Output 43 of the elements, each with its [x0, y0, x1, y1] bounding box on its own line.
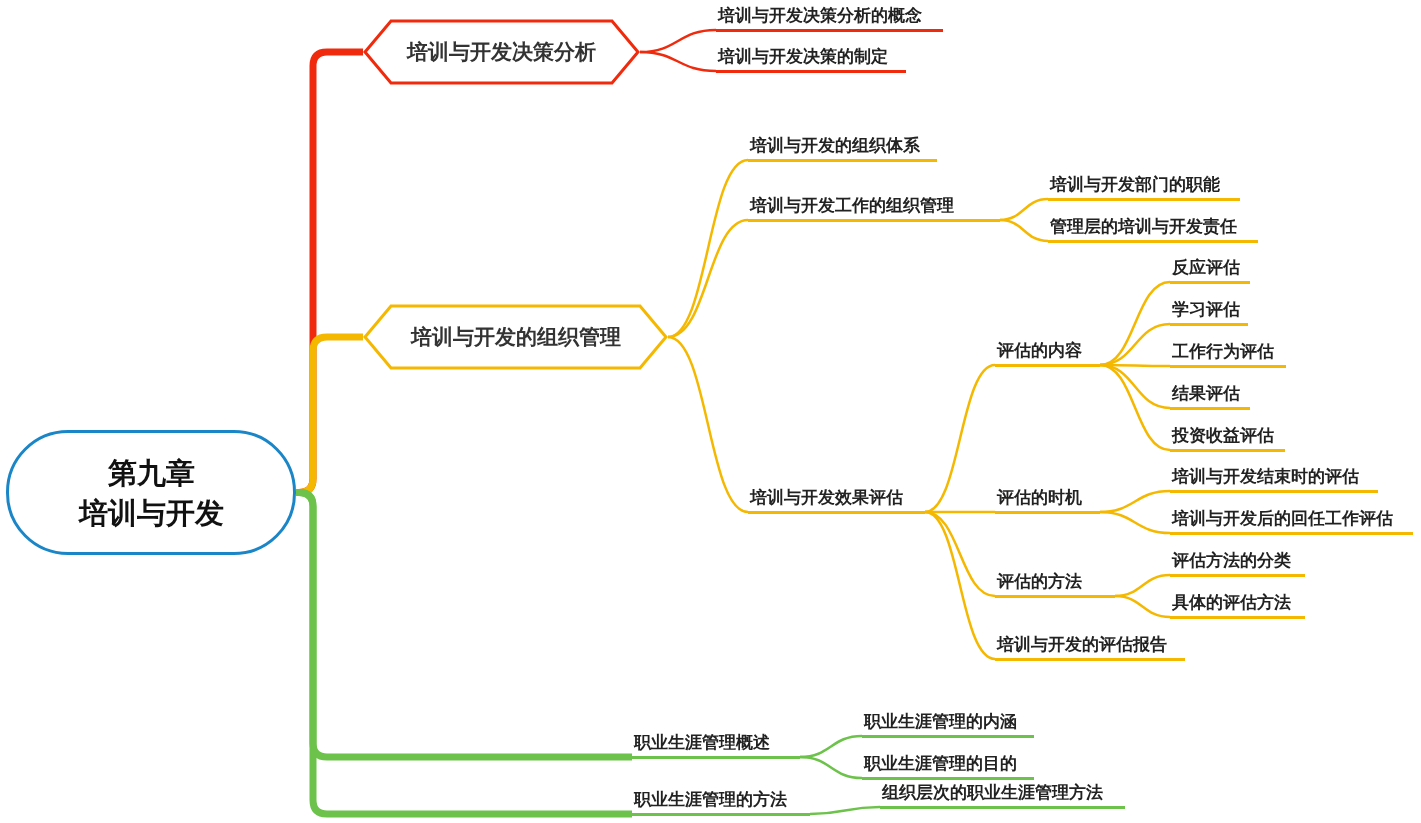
topic-label: 培训与开发结束时的评估	[1170, 465, 1378, 493]
topic-label: 培训与开发决策的制定	[716, 45, 906, 73]
branch-line	[667, 335, 749, 514]
topic-label: 结果评估	[1170, 382, 1250, 410]
topic-label: 培训与开发部门的职能	[1048, 173, 1240, 201]
branch-line	[924, 510, 996, 661]
topic-label: 培训与开发效果评估	[748, 486, 925, 514]
topic-label: 工作行为评估	[1170, 340, 1286, 368]
topic-label: 反应评估	[1170, 256, 1250, 284]
topic-label: 职业生涯管理的内涵	[862, 710, 1034, 738]
topic-label: 培训与开发决策分析的概念	[716, 4, 943, 32]
branch-line	[667, 158, 749, 339]
branch-line	[924, 363, 996, 514]
branch-line	[639, 50, 717, 73]
topic-label: 投资收益评估	[1170, 424, 1285, 452]
hexagon-box	[363, 304, 668, 370]
branch-line	[809, 805, 881, 816]
topic-label: 职业生涯管理的目的	[862, 752, 1034, 780]
branch-line	[1099, 280, 1171, 367]
topic-label: 管理层的培训与开发责任	[1048, 215, 1258, 243]
branch-line	[1099, 510, 1171, 535]
topic-label: 具体的评估方法	[1170, 591, 1305, 619]
topic-label: 评估的内容	[995, 339, 1100, 367]
topic-label: 评估方法的分类	[1170, 549, 1305, 577]
hexagon-box	[363, 19, 640, 85]
node-label: 培训与开发的组织管理	[410, 324, 621, 351]
branch-line	[1114, 594, 1171, 619]
topic-label: 培训与开发工作的组织管理	[748, 194, 1000, 222]
branch-line	[999, 218, 1049, 243]
topic-label: 学习评估	[1170, 298, 1248, 326]
topic-label: 评估的时机	[995, 486, 1100, 514]
topic-label: 评估的方法	[995, 570, 1115, 598]
topic-label: 培训与开发后的回任工作评估	[1170, 507, 1413, 535]
branch-line	[1099, 363, 1171, 452]
title-text: 培训与开发	[78, 494, 224, 532]
topic-label: 培训与开发的评估报告	[995, 633, 1185, 661]
topic-label: 职业生涯管理的方法	[632, 788, 810, 816]
topic-label: 组织层次的职业生涯管理方法	[880, 781, 1125, 809]
branch-line	[799, 755, 863, 780]
title-text: 第九章	[107, 454, 195, 492]
node-label: 培训与开发决策分析	[407, 39, 596, 66]
topic-label: 培训与开发的组织体系	[748, 134, 937, 162]
topic-label: 职业生涯管理概述	[632, 731, 800, 759]
